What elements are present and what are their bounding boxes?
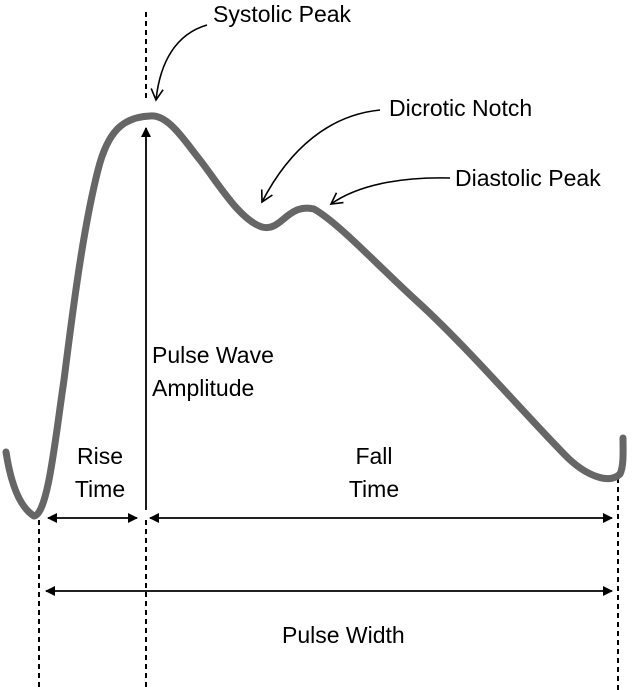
- rise-time-label: Rise Time: [62, 440, 138, 507]
- fall-time-label-line2: Time: [348, 476, 400, 503]
- amplitude-label-line1: Pulse Wave: [152, 342, 274, 368]
- rise-time-label-line1: Rise: [76, 443, 123, 469]
- fall-time-label: Fall Time: [326, 440, 422, 507]
- fall-time-label-line1: Fall: [355, 443, 393, 469]
- diastolic-peak-label: Diastolic Peak: [455, 165, 601, 191]
- systolic-peak-pointer: [150, 24, 208, 102]
- pulse-width-label: Pulse Width: [282, 622, 405, 648]
- amplitude-label-line2: Amplitude: [152, 375, 255, 402]
- dicrotic-notch-label: Dicrotic Notch: [389, 95, 533, 121]
- amplitude-label: Pulse Wave Amplitude: [152, 339, 274, 406]
- systolic-peak-label: Systolic Peak: [213, 1, 352, 27]
- pulse-waveform-curve: [2, 112, 627, 520]
- dicrotic-notch-pointer: [260, 109, 381, 204]
- diastolic-peak-pointer: [329, 177, 451, 205]
- rise-time-label-line2: Time: [74, 476, 126, 503]
